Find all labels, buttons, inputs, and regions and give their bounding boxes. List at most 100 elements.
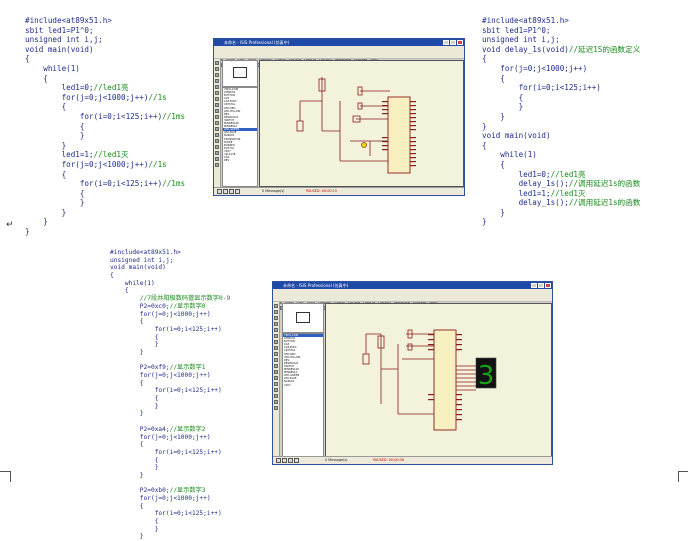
device-list-item[interactable]: LED-GREEN bbox=[223, 128, 257, 132]
step-button[interactable] bbox=[223, 189, 228, 194]
device-list-item[interactable]: LED-YELLOW bbox=[284, 355, 301, 359]
device-list-item[interactable]: RES bbox=[224, 112, 230, 116]
device-list-item[interactable]: MINRES10K bbox=[284, 368, 300, 372]
minimize-button[interactable] bbox=[531, 283, 537, 288]
mode-tool-icon[interactable] bbox=[215, 151, 219, 155]
mode-tool-icon[interactable] bbox=[274, 358, 278, 362]
mode-tool-icon[interactable] bbox=[274, 382, 278, 386]
step-button[interactable] bbox=[282, 458, 287, 463]
mode-tool-icon[interactable] bbox=[215, 91, 219, 95]
device-list-item[interactable]: 7407 bbox=[284, 383, 291, 387]
device-list-item[interactable]: LED-RED bbox=[284, 352, 296, 356]
mode-tool-icon[interactable] bbox=[274, 322, 278, 326]
close-button[interactable] bbox=[457, 40, 463, 45]
minimize-button[interactable] bbox=[443, 40, 449, 45]
mode-tool-icon[interactable] bbox=[215, 115, 219, 119]
mode-tool-icon[interactable] bbox=[215, 79, 219, 83]
mode-tool-icon[interactable] bbox=[215, 157, 219, 161]
device-list-item[interactable]: LED-RED bbox=[224, 106, 236, 110]
mode-tool-icon[interactable] bbox=[215, 139, 219, 143]
mode-tool-icon[interactable] bbox=[215, 97, 219, 101]
device-list-item[interactable]: SWITCH bbox=[224, 118, 235, 122]
mode-tool-icon[interactable] bbox=[215, 67, 219, 71]
device-list-item[interactable]: RES bbox=[284, 358, 290, 362]
mode-tool-icon[interactable] bbox=[215, 127, 219, 131]
mode-tool-icon[interactable] bbox=[274, 340, 278, 344]
code-text: for(j=0;j<1000;j++) bbox=[110, 310, 211, 318]
device-list-item[interactable]: 74LS138 bbox=[224, 152, 236, 156]
device-list-item[interactable]: 7407 bbox=[224, 149, 231, 153]
device-list-item[interactable]: LED-YELLOW bbox=[224, 109, 241, 113]
mode-tool-icon[interactable] bbox=[274, 310, 278, 314]
mode-tool-icon[interactable] bbox=[274, 388, 278, 392]
mode-tool-icon[interactable] bbox=[274, 334, 278, 338]
device-list-item[interactable]: TRANSISTOR bbox=[224, 137, 241, 141]
schematic-canvas[interactable] bbox=[259, 60, 464, 187]
device-list-item[interactable]: MINRES1K bbox=[224, 125, 238, 129]
device-list-item[interactable]: CAP bbox=[224, 156, 230, 160]
mode-tool-icon[interactable] bbox=[215, 145, 219, 149]
mode-tool-icon[interactable] bbox=[274, 406, 278, 410]
device-list-item[interactable]: NAPACK bbox=[224, 134, 235, 138]
maximize-button[interactable] bbox=[450, 40, 456, 45]
device-list-item[interactable]: CAP bbox=[284, 343, 290, 347]
device-list-item[interactable]: 7SEG-COM bbox=[224, 88, 238, 91]
mode-tool-icon[interactable] bbox=[274, 376, 278, 380]
device-list-item[interactable]: SWITCH bbox=[284, 364, 295, 368]
mode-tool-icon[interactable] bbox=[215, 121, 219, 125]
stop-button[interactable] bbox=[235, 189, 240, 194]
pause-button[interactable] bbox=[288, 458, 293, 463]
maximize-button[interactable] bbox=[538, 283, 544, 288]
device-list-item[interactable]: RESPACK-8 bbox=[224, 115, 239, 119]
device-list-item[interactable]: DIODE bbox=[224, 140, 233, 144]
device-list-item[interactable]: 7SEG-COM bbox=[283, 334, 323, 338]
mode-tool-icon[interactable] bbox=[274, 304, 278, 308]
mode-tool-icon[interactable] bbox=[215, 133, 219, 137]
device-list-item[interactable]: RES bbox=[224, 159, 230, 163]
device-list-item[interactable]: POT-HG bbox=[224, 146, 234, 150]
mode-tool-icon[interactable] bbox=[215, 163, 219, 167]
pause-button[interactable] bbox=[229, 189, 234, 194]
code-line: { bbox=[482, 74, 640, 84]
mode-tool-icon[interactable] bbox=[215, 109, 219, 113]
play-button[interactable] bbox=[217, 189, 222, 194]
device-list-item[interactable]: LED-BLUE bbox=[224, 131, 237, 135]
device-list-item[interactable]: BUTTON bbox=[284, 340, 295, 344]
mode-tool-icon[interactable] bbox=[274, 370, 278, 374]
mode-tool-icon[interactable] bbox=[274, 400, 278, 404]
mode-tool-icon[interactable] bbox=[274, 346, 278, 350]
menu-item[interactable]: Design bbox=[318, 301, 330, 305]
mode-tool-icon[interactable] bbox=[215, 85, 219, 89]
mode-tool-icon[interactable] bbox=[274, 352, 278, 356]
device-list-item[interactable]: MINRES1K bbox=[284, 371, 298, 375]
mode-tool-icon[interactable] bbox=[215, 61, 219, 65]
device-list-item[interactable]: BUZZER bbox=[224, 143, 235, 147]
overview-window[interactable] bbox=[282, 303, 324, 333]
mode-tool-icon[interactable] bbox=[274, 394, 278, 398]
play-button[interactable] bbox=[276, 458, 281, 463]
device-list-item[interactable]: CRYSTAL bbox=[284, 349, 296, 353]
device-list-item[interactable]: CAP bbox=[224, 97, 230, 101]
device-list-item[interactable]: CRYSTAL bbox=[224, 103, 236, 107]
device-list-item[interactable]: AT89C51 bbox=[284, 337, 296, 341]
schematic-canvas[interactable]: 3 bbox=[325, 303, 552, 457]
close-button[interactable] bbox=[545, 283, 551, 288]
mode-tool-icon[interactable] bbox=[215, 103, 219, 107]
device-list-item[interactable]: CAP-ELEC bbox=[284, 346, 297, 350]
stop-button[interactable] bbox=[294, 458, 299, 463]
mode-tool-icon[interactable] bbox=[215, 73, 219, 77]
mode-tool-icon[interactable] bbox=[274, 328, 278, 332]
device-list-item[interactable]: AT89C51 bbox=[224, 91, 236, 95]
device-list-item[interactable]: LED-GREEN bbox=[284, 374, 300, 378]
mode-tool-icon[interactable] bbox=[274, 364, 278, 368]
device-list-item[interactable]: RESPACK-8 bbox=[284, 361, 299, 365]
mode-tool-icon[interactable] bbox=[274, 316, 278, 320]
overview-window[interactable] bbox=[222, 60, 258, 87]
device-list-item[interactable]: MINRES10K bbox=[224, 122, 240, 126]
device-list-item[interactable]: BUTTON bbox=[224, 94, 235, 98]
device-list-item[interactable]: CAP-ELEC bbox=[224, 100, 237, 104]
device-list-item[interactable]: LED-BLUE bbox=[284, 377, 297, 381]
device-list-item[interactable]: NAPACK bbox=[284, 380, 295, 384]
